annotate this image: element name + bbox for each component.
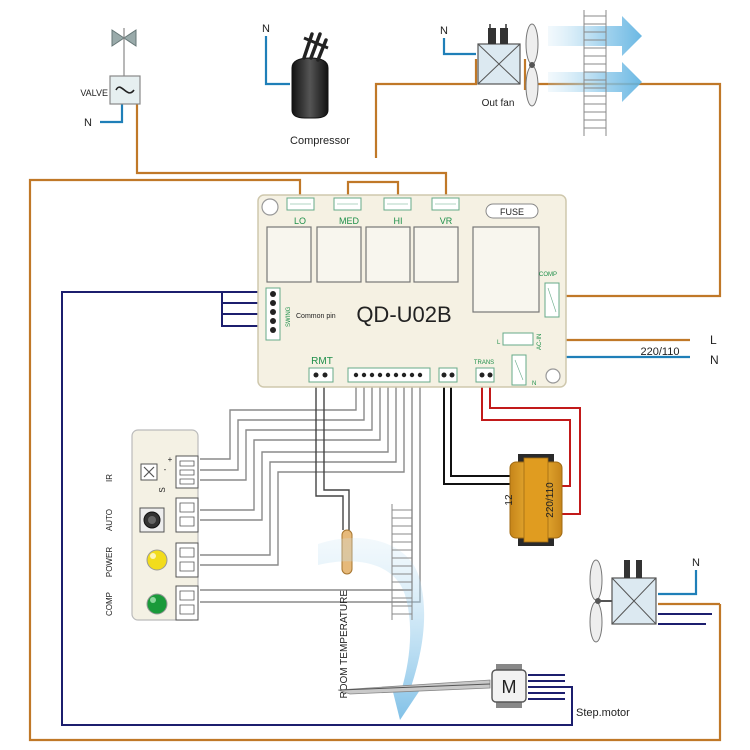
step-motor-body — [491, 669, 527, 703]
ir-connector — [175, 455, 199, 489]
step-motor-label: Step.motor — [576, 707, 630, 719]
swing-label: SWING — [286, 306, 292, 327]
fan-blade-icon — [589, 559, 603, 601]
l-pin-label: L — [497, 340, 501, 346]
rmt-label: RMT — [311, 356, 333, 367]
outdoor-airflow — [548, 16, 642, 102]
common-pin-label: Common pin — [296, 313, 336, 320]
fan-blade-icon — [525, 65, 539, 107]
relays — [266, 226, 540, 313]
wire-swing-loop — [61, 291, 573, 726]
wire-outer-left-loop — [28, 178, 722, 742]
power-led-label: POWER — [105, 547, 114, 577]
rmt-sensor-wire — [315, 384, 350, 530]
transformer-secondary-label: 12 — [504, 494, 515, 506]
fan-blade-icon — [525, 23, 539, 65]
wire-valve-to-board — [135, 97, 448, 196]
comp-led-label: COMP — [105, 592, 114, 616]
power-n-label: N — [710, 353, 719, 367]
brown-wires — [28, 59, 722, 742]
compressor-body — [291, 57, 329, 119]
wire-outfan-n — [442, 38, 476, 56]
board-mount-hole — [545, 368, 561, 384]
valve-n-label: N — [84, 117, 92, 129]
ir-minus-pin: - — [164, 465, 167, 474]
indoor-fan-n-label: N — [692, 557, 700, 569]
relay-med-label: MED — [339, 216, 360, 226]
compressor: N Compressor — [262, 23, 350, 147]
power-led-connector — [175, 542, 199, 578]
relay-hi-label: HI — [394, 216, 403, 226]
ir-label: IR — [105, 474, 114, 482]
power-voltage-label: 220/110 — [641, 346, 680, 358]
indoor-evaporator — [391, 504, 413, 620]
valve: VALVE N — [80, 28, 141, 129]
wire-valve-n — [100, 104, 124, 124]
outdoor-louvre — [583, 10, 607, 136]
ir-s-pin: S — [158, 487, 167, 492]
compressor-n-label: N — [262, 23, 270, 35]
fuse-label: FUSE — [500, 207, 524, 217]
out-fan-n-label: N — [440, 25, 448, 37]
ir-plus-pin: + — [168, 455, 173, 464]
transformer: 12 220/110 — [504, 454, 563, 546]
relay-vr-label: VR — [440, 216, 453, 226]
trans-secondary-connector — [438, 367, 458, 383]
wire-compressor-to-board — [374, 59, 478, 158]
wire-compressor-n — [264, 36, 290, 86]
comp-led-connector — [175, 585, 199, 621]
comp-led — [146, 593, 168, 615]
board-mount-hole — [261, 198, 279, 216]
fuse — [485, 203, 539, 219]
indoor-fan: N — [589, 557, 700, 643]
trans-label: TRANS — [474, 360, 494, 366]
step-motor: M Step.motor — [337, 664, 630, 719]
out-fan: N Out fan — [440, 23, 539, 109]
relay-lo-label: LO — [294, 216, 306, 226]
motor-letter: M — [502, 677, 517, 697]
out-fan-label: Out fan — [482, 98, 515, 109]
n-pin-label: N — [532, 381, 536, 387]
auto-label: AUTO — [105, 509, 114, 531]
control-board: LO MED HI VR FUSE COMP L AC-IN N — [257, 194, 567, 388]
acin-label: AC-IN — [537, 334, 543, 350]
transformer-primary-label: 220/110 — [545, 482, 556, 518]
display-panel: S - + IR AUTO POWER COMP — [105, 429, 199, 621]
power-l-label: L — [710, 333, 717, 347]
transformer-wires — [443, 384, 581, 515]
indoor-airflow — [318, 538, 425, 720]
compressor-label: Compressor — [290, 135, 350, 147]
board-model-label: QD-U02B — [356, 302, 451, 327]
power-led — [146, 549, 168, 571]
auto-connector — [175, 497, 199, 533]
valve-label: VALVE — [80, 88, 108, 98]
l-connector — [502, 332, 534, 346]
fan-blade-icon — [589, 601, 603, 643]
wire-med-to-hi — [346, 180, 400, 196]
trans-primary-connector — [475, 367, 495, 383]
wire-indoor-fan-n — [658, 570, 698, 596]
swing-pins — [270, 291, 276, 333]
gray-wires — [200, 384, 421, 603]
ir-sensor-icon — [143, 466, 155, 478]
navy-wires — [61, 291, 712, 726]
room-temp-label: ROOM TEMPERATURE — [339, 590, 350, 699]
rmt-connector — [308, 367, 334, 383]
comp-label: COMP — [539, 272, 557, 278]
ac-symbol-icon — [115, 86, 135, 94]
